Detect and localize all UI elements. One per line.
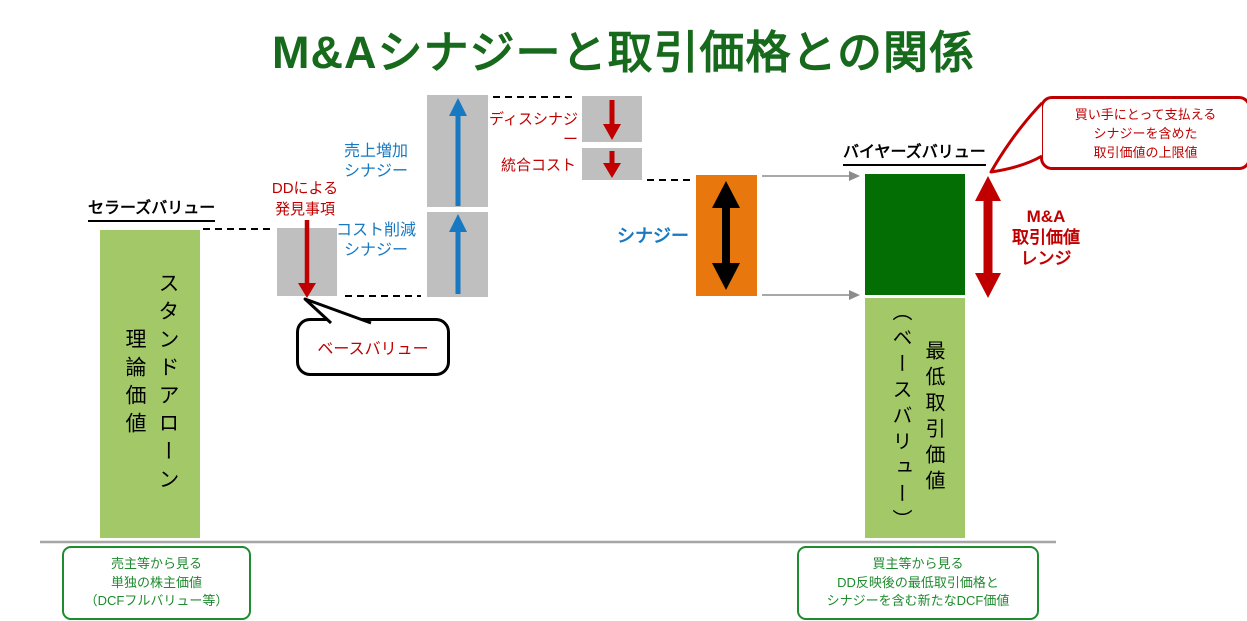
buyer-upper-value-box [865,174,965,295]
sales-synergy-label: 売上増加 シナジー [343,143,408,180]
buyer-base-value-bar: 最低取引価値 （ベースバリュー） [865,298,965,538]
buyer-note-box: 買主等から見る DD反映後の最低取引価格と シナジーを含む新たなDCF価値 [797,546,1039,620]
gray-right-arrow-icon [762,171,860,181]
cost-synergy-label: コスト削減 シナジー [335,222,416,259]
gray-right-arrow-icon [762,290,860,300]
buyer-value-heading: バイヤーズバリュー [843,138,986,166]
seller-note-box: 売主等から見る 単独の株主価値 （DCFフルバリュー等） [62,546,251,620]
base-value-callout-text: ベースバリュー [317,341,429,358]
synergy-range-box [696,175,757,296]
cost-synergy-box [427,212,488,297]
integration-cost-box [582,148,642,180]
dd-findings-label: DDによる 発見事項 [271,180,339,218]
synergy-label: シナジー [617,226,689,246]
dis-synergy-label: ディスシナジー [489,111,578,148]
seller-value-heading: セラーズバリュー [88,194,216,222]
seller-bar-label: スタンドアローン 理論価値 [123,272,179,496]
base-value-callout: ベースバリュー [296,318,450,376]
ma-price-range-label: M&A 取引価値 レンジ [1012,207,1080,268]
seller-standalone-bar: スタンドアローン 理論価値 [100,230,200,538]
integration-cost-label: 統合コスト [500,157,576,174]
upper-callout-tail [989,101,1044,174]
buyer-bar-label: 最低取引価値 （ベースバリュー） [889,301,944,535]
upper-limit-callout: 買い手にとって支払える シナジーを含めた 取引価値の上限値 [1040,96,1247,170]
page-title: M&Aシナジーと取引価格との関係 [271,27,976,78]
dis-synergy-box [582,96,642,142]
